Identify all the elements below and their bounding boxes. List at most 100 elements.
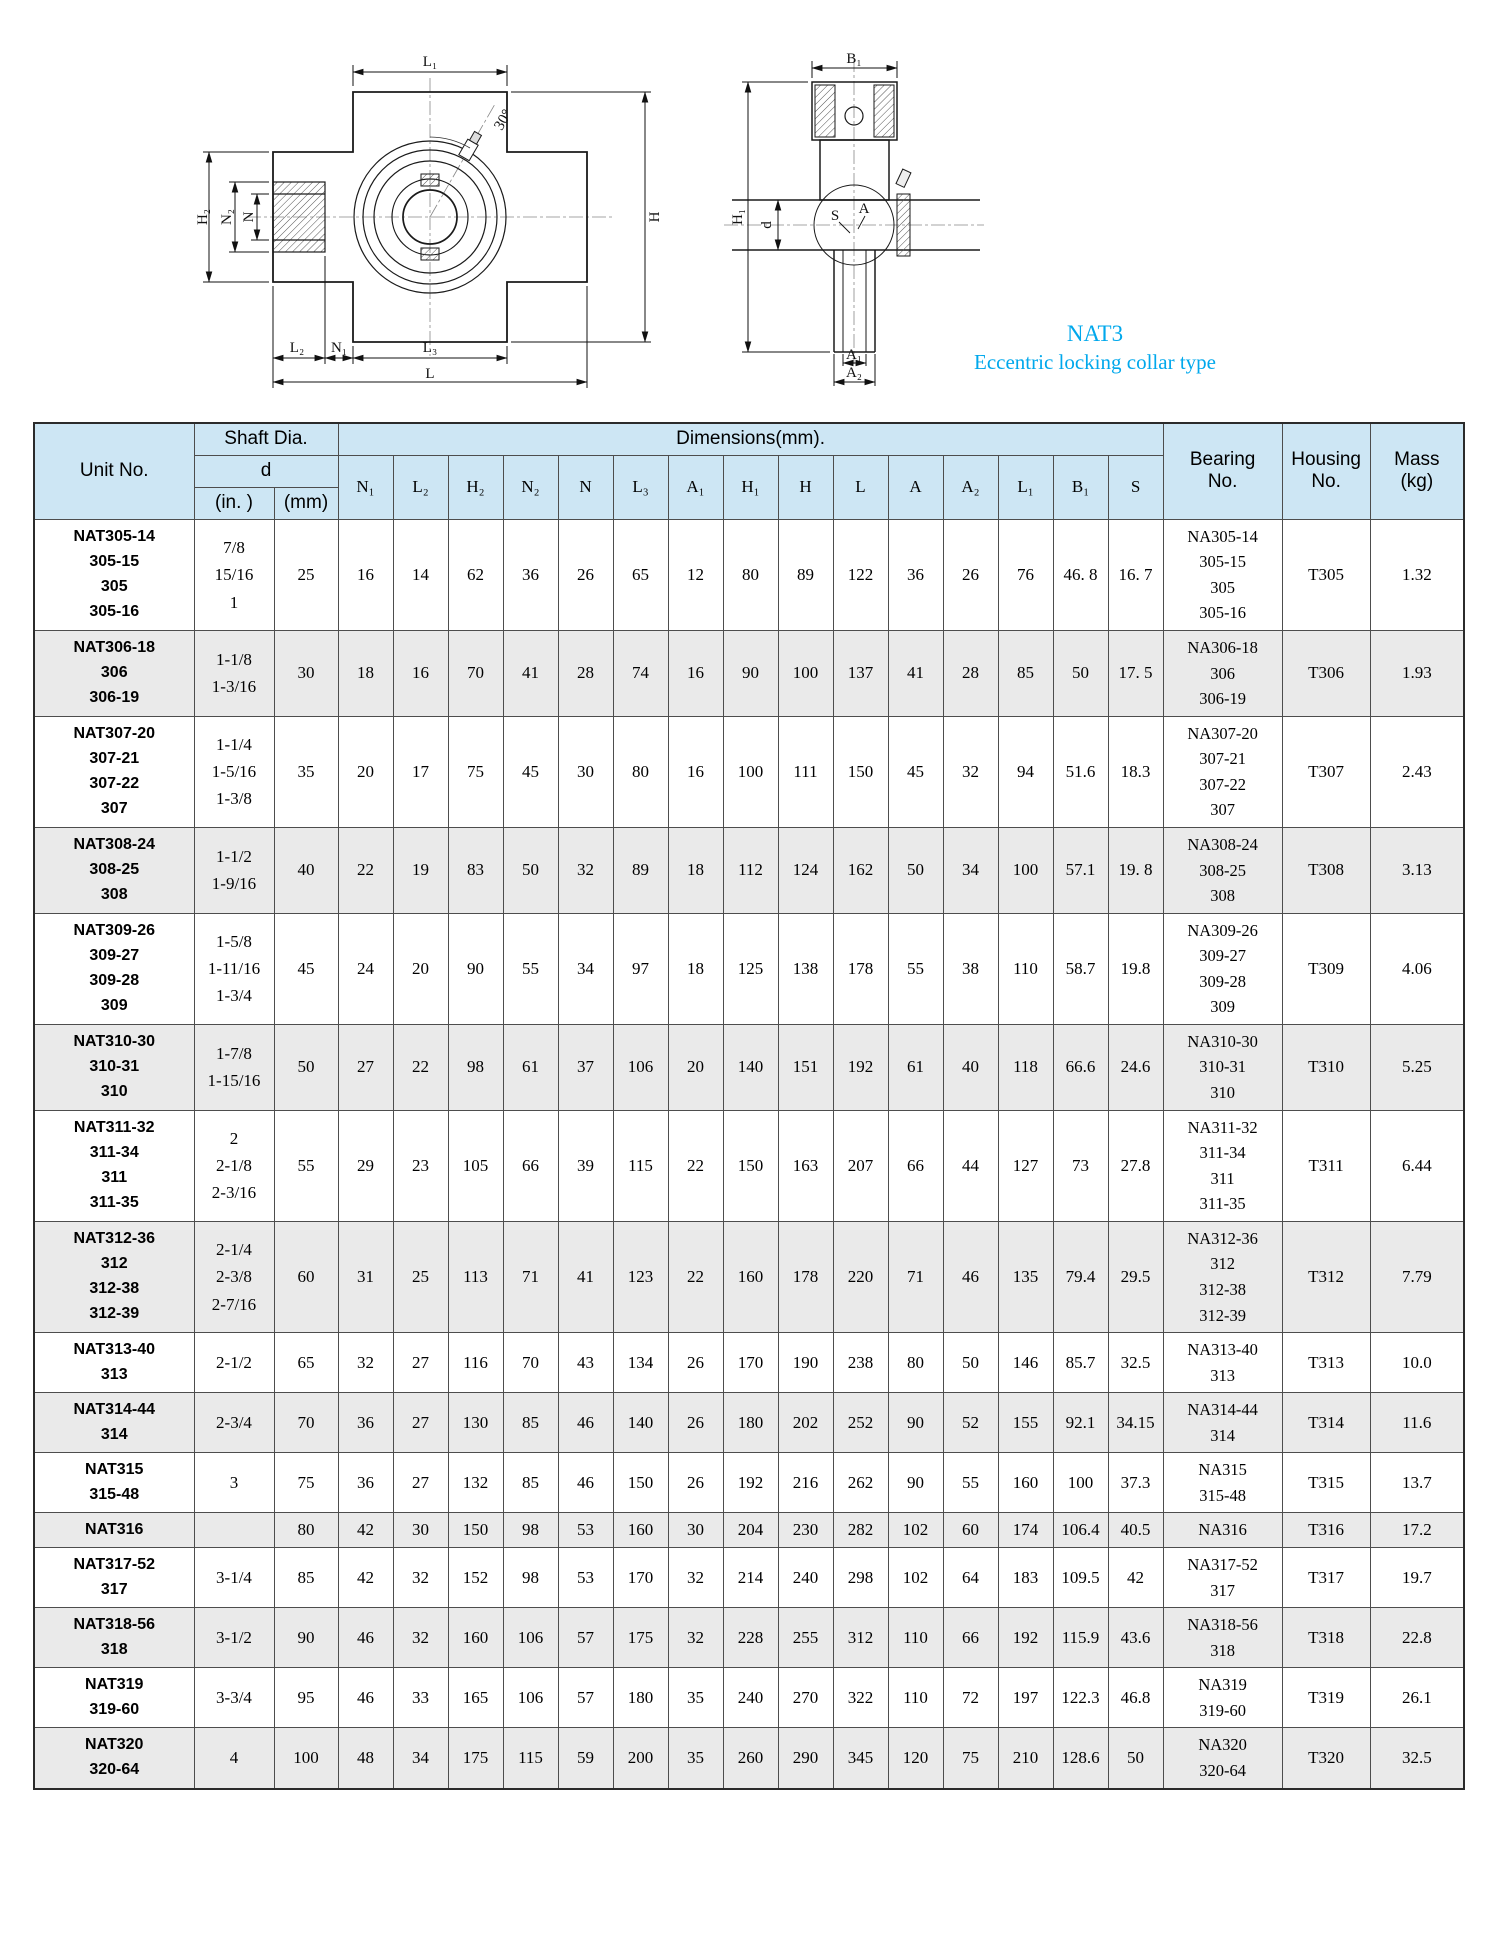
dim-label-30deg: 30° [491,107,515,133]
cell-dim-9: 178 [777,1220,834,1334]
cell-dim-7: 26 [667,1392,724,1454]
cell-dim-13: 135 [997,1220,1054,1334]
cell-dim-3: 98 [447,1023,504,1111]
cell-dim-8: 192 [722,1452,779,1514]
cell-shaft-dia-mm: 80 [273,1512,339,1549]
centerlines [724,58,984,364]
cell-dim-7: 18 [667,912,724,1025]
cell-dim-15: 42 [1107,1547,1164,1609]
cell-dim-9: 202 [777,1392,834,1454]
cell-dim-2: 27 [392,1452,449,1514]
cell-dim-3: 70 [447,630,504,717]
cell-housing-no: T312 [1281,1220,1371,1334]
cell-shaft-dia-in: 2-1/4 2-3/8 2-7/16 [193,1220,275,1334]
cell-unit-no: NAT318-56 318 [33,1607,195,1669]
dim-label-l1: L₁ [423,54,437,70]
cell-dim-4: 36 [502,518,559,632]
cell-dim-5: 32 [557,826,614,914]
cell-dim-6: 65 [612,518,669,632]
cell-shaft-dia-in [193,1512,275,1549]
cell-dim-8: 140 [722,1023,779,1111]
cell-dim-15: 37.3 [1107,1452,1164,1514]
side-view-drawing: S A B₁ H₁ d A₁ [724,52,984,386]
cell-shaft-dia-in: 3-1/2 [193,1607,275,1669]
cell-dim-1: 29 [337,1109,394,1222]
cell-dim-3: 105 [447,1109,504,1222]
cell-housing-no: T316 [1281,1512,1371,1549]
cell-dim-1: 46 [337,1607,394,1669]
header-dim-l1: L₁ [997,454,1054,520]
cell-dim-8: 100 [722,715,779,828]
header-dim-a2: A₂ [942,454,999,520]
cell-dim-11: 110 [887,1667,944,1729]
cell-dim-14: 85.7 [1052,1332,1109,1394]
cell-dim-4: 115 [502,1727,559,1790]
cell-dim-10: 137 [832,630,889,717]
cell-dim-10: 178 [832,912,889,1025]
cell-dim-2: 34 [392,1727,449,1790]
dim-label-a2: A₂ [846,365,862,381]
dim-label-n: N [241,211,257,222]
locking-collar [895,168,912,257]
header-dim-h1: H₁ [722,454,779,520]
cell-dim-12: 40 [942,1023,999,1111]
cell-shaft-dia-in: 4 [193,1727,275,1790]
cell-dim-2: 32 [392,1607,449,1669]
cell-dim-9: 230 [777,1512,834,1549]
cell-dim-8: 112 [722,826,779,914]
cell-dim-14: 79.4 [1052,1220,1109,1334]
guide-block [833,250,876,353]
cell-dim-14: 51.6 [1052,715,1109,828]
cell-bearing-no: NA308-24 308-25 308 [1162,826,1283,914]
cell-dim-11: 110 [887,1607,944,1669]
cell-shaft-dia-mm: 95 [273,1667,339,1729]
cell-dim-3: 132 [447,1452,504,1514]
cell-dim-5: 41 [557,1220,614,1334]
cell-dim-12: 72 [942,1667,999,1729]
cell-dim-12: 75 [942,1727,999,1790]
cell-dim-5: 39 [557,1109,614,1222]
header-mass: Mass (kg) [1369,422,1465,520]
cell-dim-4: 85 [502,1392,559,1454]
dim-label-s: S [831,208,839,224]
dim-a1-a2: A₁ A₂ [833,347,876,386]
cell-dim-2: 14 [392,518,449,632]
cell-dim-15: 50 [1107,1727,1164,1790]
cell-dim-10: 122 [832,518,889,632]
cell-dim-9: 111 [777,715,834,828]
cell-housing-no: T313 [1281,1332,1371,1394]
cell-mass: 26.1 [1369,1667,1465,1729]
cell-dim-15: 18.3 [1107,715,1164,828]
cell-dim-7: 26 [667,1452,724,1514]
cell-dim-10: 162 [832,826,889,914]
cell-housing-no: T309 [1281,912,1371,1025]
cell-shaft-dia-in: 2 2-1/8 2-3/16 [193,1109,275,1222]
cell-dim-5: 53 [557,1547,614,1609]
cell-dim-3: 152 [447,1547,504,1609]
cell-dim-1: 24 [337,912,394,1025]
cell-bearing-no: NA320 320-64 [1162,1727,1283,1790]
cell-dim-12: 50 [942,1332,999,1394]
cell-dim-6: 170 [612,1547,669,1609]
cell-dim-6: 180 [612,1667,669,1729]
cell-dim-11: 102 [887,1547,944,1609]
dim-h: H [511,91,663,343]
cell-dim-3: 113 [447,1220,504,1334]
table-header: Unit No. Shaft Dia. Dimensions(mm). Bear… [33,422,1465,520]
cell-dim-13: 210 [997,1727,1054,1790]
cell-dim-11: 71 [887,1220,944,1334]
header-dim-n: N [557,454,614,520]
cell-dim-9: 216 [777,1452,834,1514]
cell-bearing-no: NA309-26 309-27 309-28 309 [1162,912,1283,1025]
cell-unit-no: NAT320 320-64 [33,1727,195,1790]
header-d-in: (in. ) [193,486,275,520]
cell-dim-6: 106 [612,1023,669,1111]
cell-dim-11: 90 [887,1392,944,1454]
